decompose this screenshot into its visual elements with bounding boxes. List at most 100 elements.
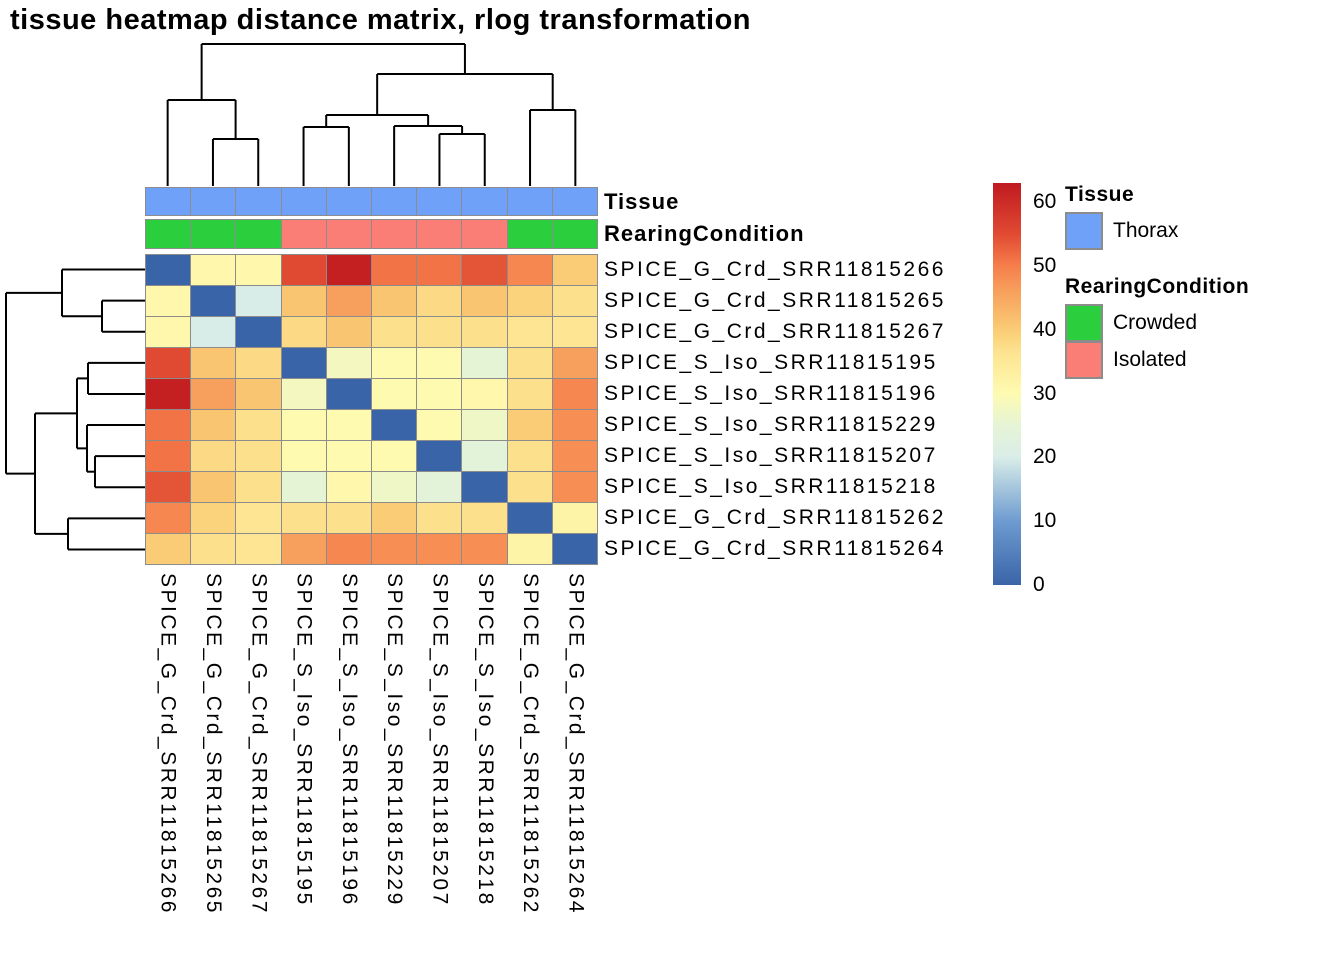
row-label: SPICE_G_Crd_SRR11815266: [604, 257, 946, 281]
heatmap-cell: [281, 472, 326, 502]
heatmap-cell: [462, 348, 507, 378]
heatmap-cell: [417, 410, 462, 440]
heatmap-cell: [552, 379, 597, 409]
tissue-annotation-cell: [417, 188, 462, 215]
column-label: SPICE_G_Crd_SRR11815264: [564, 573, 588, 915]
heatmap-cell: [146, 441, 191, 471]
heatmap-cell: [236, 410, 281, 440]
heatmap-cell: [507, 286, 552, 316]
legend-header-rearingcondition: RearingCondition: [1065, 275, 1250, 298]
heatmap-cell: [552, 503, 597, 533]
heatmap-cell: [281, 534, 326, 564]
heatmap-cell: [191, 379, 236, 409]
colorbar-tick-label: 10: [1033, 509, 1057, 533]
rearing-annotation-cell: [507, 220, 552, 248]
heatmap-cell: [507, 503, 552, 533]
heatmap-cell: [552, 472, 597, 502]
heatmap-cell: [462, 410, 507, 440]
rearing-annotation-label: RearingCondition: [604, 221, 805, 246]
heatmap-cell: [326, 317, 371, 347]
column-label: SPICE_S_Iso_SRR11815196: [337, 573, 361, 907]
heatmap-cell: [326, 472, 371, 502]
rearing-annotation-cell: [236, 220, 281, 248]
heatmap-cell: [326, 441, 371, 471]
column-label: SPICE_G_Crd_SRR11815266: [156, 573, 180, 915]
heatmap-cell: [146, 348, 191, 378]
row-label: SPICE_S_Iso_SRR11815229: [604, 413, 938, 437]
tissue-annotation-cell: [281, 188, 326, 215]
heatmap-cell: [417, 503, 462, 533]
heatmap-cell: [372, 317, 417, 347]
heatmap-cell: [507, 317, 552, 347]
heatmap-cell: [236, 534, 281, 564]
heatmap-cell: [326, 410, 371, 440]
heatmap-cell: [146, 503, 191, 533]
row-label: SPICE_S_Iso_SRR11815218: [604, 475, 938, 499]
heatmap-cell: [552, 317, 597, 347]
heatmap-cell: [372, 286, 417, 316]
heatmap-cell: [281, 348, 326, 378]
heatmap-cell: [236, 441, 281, 471]
rearing-annotation-cell: [552, 220, 597, 248]
legend-swatch-crowded: [1065, 304, 1103, 342]
heatmap-cell: [281, 255, 326, 285]
heatmap-cell: [417, 286, 462, 316]
heatmap-cell: [326, 503, 371, 533]
heatmap-cell: [372, 348, 417, 378]
heatmap-cell: [146, 379, 191, 409]
heatmap-cell: [281, 317, 326, 347]
row-label: SPICE_G_Crd_SRR11815265: [604, 288, 946, 312]
heatmap-cell: [372, 255, 417, 285]
tissue-annotation-cell: [191, 188, 236, 215]
heatmap-cell: [191, 472, 236, 502]
heatmap-grid: [145, 254, 598, 565]
row-label: SPICE_S_Iso_SRR11815195: [604, 350, 938, 374]
heatmap-cell: [417, 317, 462, 347]
heatmap-cell: [236, 472, 281, 502]
rearing-annotation-cell: [281, 220, 326, 248]
row-label: SPICE_G_Crd_SRR11815262: [604, 506, 946, 530]
heatmap-cell: [462, 379, 507, 409]
heatmap-cell: [462, 286, 507, 316]
heatmap-cell: [281, 379, 326, 409]
tissue-annotation-label: Tissue: [604, 188, 680, 214]
column-label: SPICE_S_Iso_SRR11815207: [428, 573, 452, 907]
heatmap-cell: [191, 286, 236, 316]
heatmap-cell: [326, 255, 371, 285]
heatmap-cell: [326, 534, 371, 564]
legend-swatch-thorax: [1065, 212, 1103, 250]
heatmap-cell: [507, 348, 552, 378]
heatmap-cell: [462, 441, 507, 471]
heatmap-cell: [462, 534, 507, 564]
rearing-annotation-cell: [326, 220, 371, 248]
heatmap-cell: [417, 534, 462, 564]
heatmap-cell: [191, 441, 236, 471]
heatmap-cell: [417, 255, 462, 285]
column-label: SPICE_S_Iso_SRR11815218: [473, 573, 497, 907]
heatmap-cell: [552, 348, 597, 378]
legend-label-crowded: Crowded: [1113, 311, 1198, 334]
rearing-annotation-cell: [372, 220, 417, 248]
row-label: SPICE_G_Crd_SRR11815267: [604, 319, 946, 343]
heatmap-cell: [552, 286, 597, 316]
heatmap-cell: [552, 410, 597, 440]
heatmap-cell: [462, 472, 507, 502]
heatmap-cell: [552, 255, 597, 285]
column-label: SPICE_G_Crd_SRR11815262: [519, 573, 543, 915]
tissue-annotation-cell: [236, 188, 281, 215]
rearing-annotation-cell: [191, 220, 236, 248]
column-label: SPICE_G_Crd_SRR11815267: [247, 573, 271, 915]
column-label: SPICE_G_Crd_SRR11815265: [201, 573, 225, 915]
heatmap-cell: [326, 379, 371, 409]
heatmap-cell: [236, 286, 281, 316]
column-label: SPICE_S_Iso_SRR11815229: [383, 573, 407, 907]
heatmap-cell: [507, 410, 552, 440]
column-label: SPICE_S_Iso_SRR11815195: [292, 573, 316, 907]
heatmap-cell: [507, 534, 552, 564]
heatmap-cell: [191, 348, 236, 378]
heatmap-cell: [191, 410, 236, 440]
heatmap-cell: [462, 255, 507, 285]
page-title: tissue heatmap distance matrix, rlog tra…: [10, 4, 752, 36]
tissue-annotation-row: [145, 187, 598, 216]
